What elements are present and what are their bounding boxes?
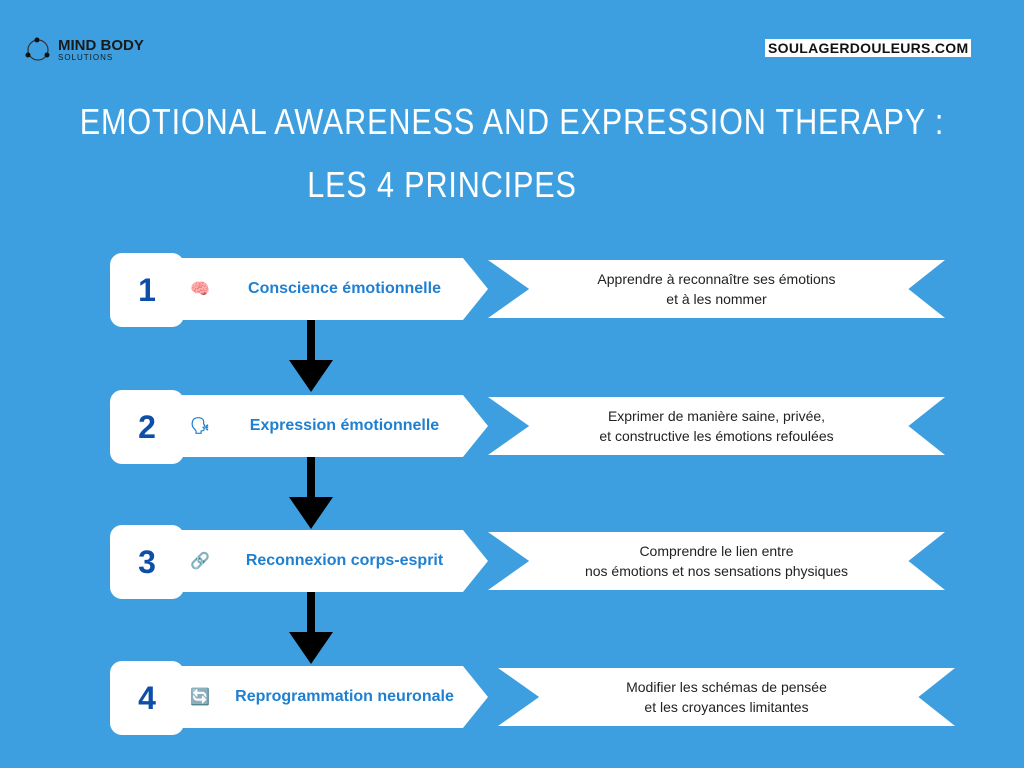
brand-sub: SOLUTIONS [58,52,114,62]
desc-line-2: et constructive les émotions refoulées [599,428,834,444]
step-description: Comprendre le lien entre nos émotions et … [488,532,945,590]
step-label-box: 🔄 Reprogrammation neuronale [175,666,488,728]
step-label-box: 🧠 Conscience émotionnelle [175,258,488,320]
step-label: Reconnexion corps-esprit [245,552,444,569]
step-number: 2 [110,390,184,464]
down-arrow-icon [289,457,333,529]
desc-line-2: et à les nommer [666,291,767,307]
desc-line-1: Comprendre le lien entre [639,543,794,559]
refresh-icon: 🔄 [190,689,210,706]
logo-circle-icon [25,37,50,61]
desc-line-1: Apprendre à reconnaître ses émotions [597,271,836,287]
step-description: Exprimer de manière saine, privée, et con… [488,397,945,455]
title-line-1: Emotional Awareness and Expression Thera… [79,101,945,142]
desc-line-1: Modifier les schémas de pensée [626,679,827,695]
brain-icon: 🧠 [190,281,210,298]
step-label: Reprogrammation neuronale [235,688,454,705]
speaking-head-icon: 🗣 [189,418,211,435]
step-description: Modifier les schémas de pensée et les cro… [498,668,955,726]
desc-line-2: et les croyances limitantes [644,699,809,715]
step-label: Conscience émotionnelle [248,280,441,297]
step-number: 1 [110,253,184,327]
step-number: 4 [110,661,184,735]
title-line-2: Les 4 principes [307,164,577,205]
step-label-box: 🗣 Expression émotionnelle [175,395,488,457]
brand-name: MIND BODY [58,36,144,54]
desc-line-2: nos émotions et nos sensations physiques [584,563,849,579]
step-description: Apprendre à reconnaître ses émotions et à… [488,260,945,318]
step-label-box: 🔗 Reconnexion corps-esprit [175,530,488,592]
down-arrow-icon [289,592,333,664]
link-icon: 🔗 [190,553,210,570]
step-label: Expression émotionnelle [249,417,440,434]
down-arrow-icon [289,320,333,392]
desc-line-1: Exprimer de manière saine, privée, [607,408,826,424]
step-number: 3 [110,525,184,599]
site-name: SOULAGERDOULEURS.COM [765,39,972,57]
